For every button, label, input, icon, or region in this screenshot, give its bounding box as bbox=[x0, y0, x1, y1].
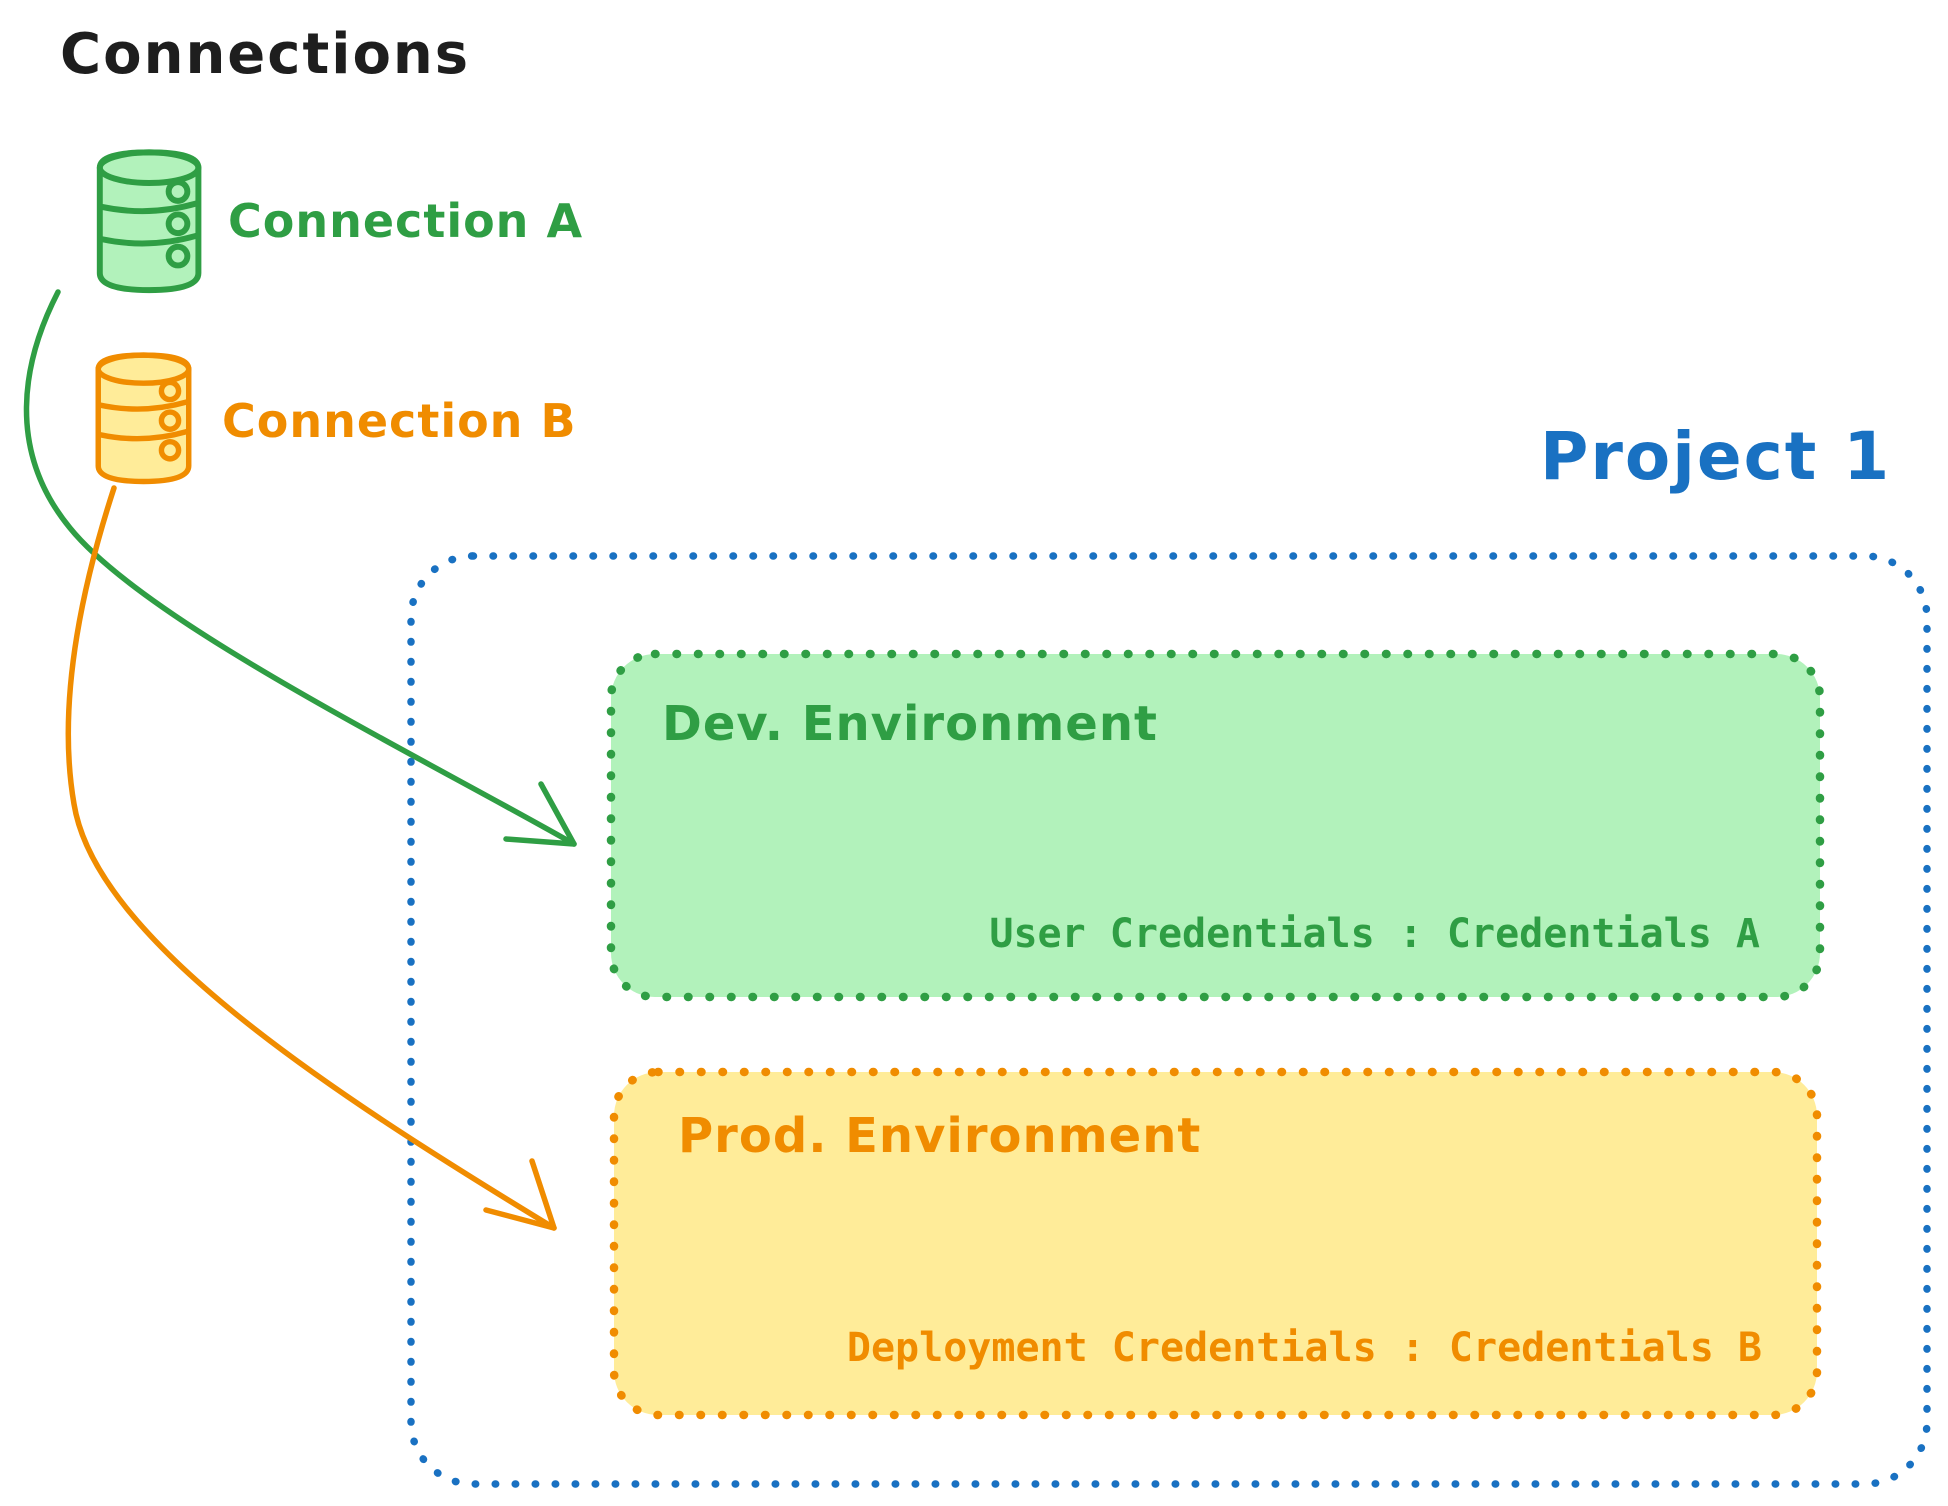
dev-environment-credentials: User Credentials : Credentials A bbox=[989, 911, 1760, 957]
project-title: Project 1 bbox=[1540, 418, 1892, 495]
diagram-title: Connections bbox=[60, 22, 471, 87]
arrow-connection-a-to-dev bbox=[23, 289, 577, 847]
prod-environment-credentials: Deployment Credentials : Credentials B bbox=[846, 1325, 1762, 1371]
connection-b-database-icon bbox=[95, 352, 192, 485]
dev-environment-box bbox=[606, 649, 1825, 1002]
connection-a-database-icon bbox=[96, 149, 202, 294]
prod-environment-title: Prod. Environment bbox=[678, 1108, 1202, 1164]
connection-b-label: Connection B bbox=[222, 394, 577, 448]
dev-environment-title: Dev. Environment bbox=[662, 696, 1158, 752]
prod-environment-box bbox=[609, 1067, 1822, 1420]
arrow-connection-b-to-prod bbox=[65, 485, 557, 1231]
connection-a-label: Connection A bbox=[228, 194, 584, 248]
project-boundary-box bbox=[407, 552, 1931, 1488]
